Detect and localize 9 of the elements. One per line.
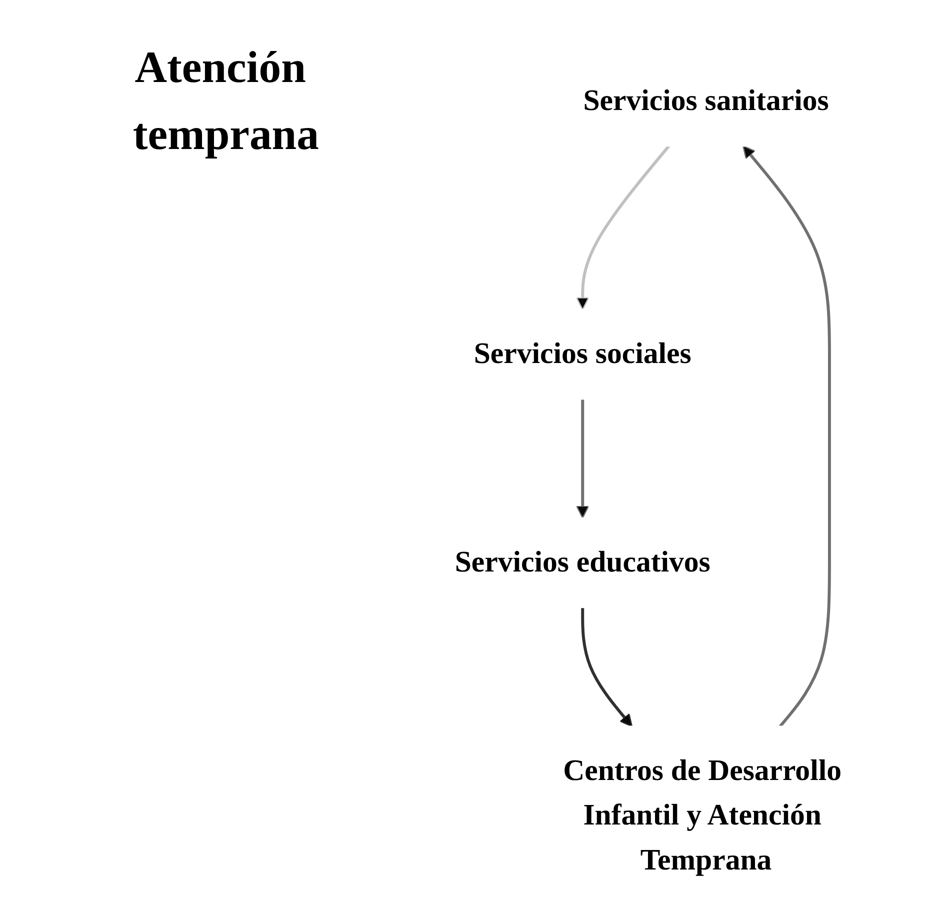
node-text: Servicios educativos (454, 546, 710, 580)
node-text: Centros de Desarrollo Infantil y Atención Temprana (563, 754, 842, 877)
arrow (742, 145, 831, 728)
node-text: Servicios sociales (474, 338, 692, 371)
node-text: Servicios sanitarios (583, 84, 829, 118)
arrow (576, 144, 670, 310)
arrow (576, 398, 590, 519)
arrow (581, 607, 633, 728)
node-text: Atención temprana (132, 43, 319, 160)
